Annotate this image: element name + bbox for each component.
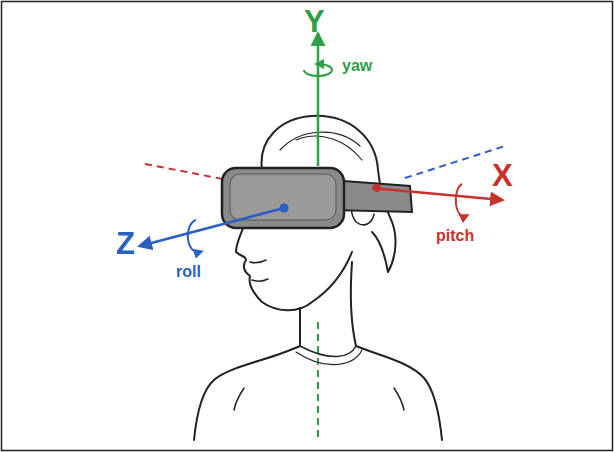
z-axis-arrow <box>140 208 284 246</box>
yaw-rotation-arrow <box>304 64 332 76</box>
y-axis-arrow <box>317 34 320 166</box>
pitch-rotation-arrow <box>456 184 466 216</box>
rotation-label: pitch <box>436 228 474 244</box>
z-axis-origin <box>280 204 289 213</box>
rotation-label: roll <box>176 264 201 280</box>
z-axis-dashed <box>405 146 505 178</box>
axis-label: Y <box>304 6 325 37</box>
y-axis-dashed <box>317 322 319 440</box>
headset-visor <box>230 174 336 220</box>
x-axis-arrow <box>372 188 502 200</box>
x-axis-origin <box>373 184 381 192</box>
x-axis-dashed <box>145 164 228 180</box>
axis-label: Z <box>116 228 135 259</box>
axis-label: X <box>492 160 513 191</box>
roll-rotation-arrow <box>188 220 200 252</box>
rotation-label: yaw <box>342 58 372 74</box>
